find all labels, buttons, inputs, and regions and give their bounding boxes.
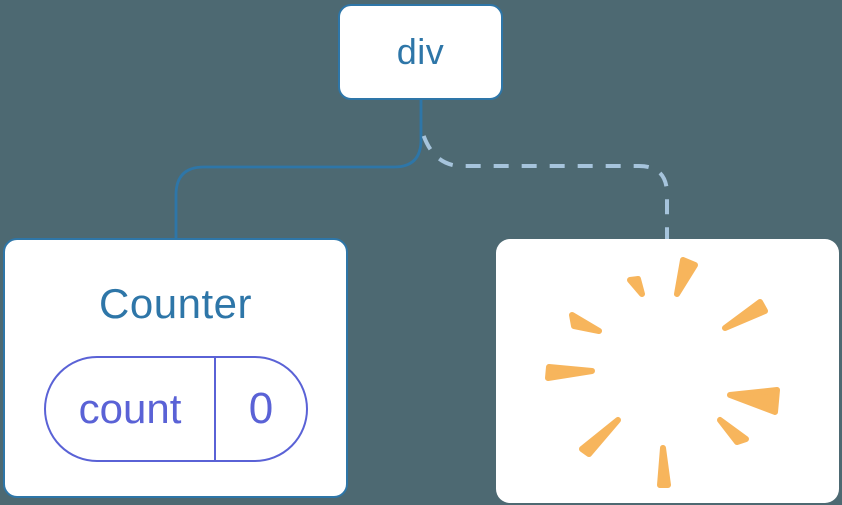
state-value-label: 0: [248, 384, 274, 433]
counter-node: Counter count 0: [3, 238, 348, 498]
dashed-connector: [421, 133, 669, 239]
counter-node-title: Counter: [99, 280, 252, 327]
div-node: div: [338, 4, 503, 100]
poof-ray: [657, 445, 671, 488]
poof-ray: [722, 299, 768, 331]
state-pill: count 0: [44, 356, 308, 462]
poof-icon: [545, 257, 780, 488]
state-key-label: count: [46, 358, 216, 460]
poof-ray: [727, 387, 780, 415]
poof-ray: [569, 312, 602, 334]
removed-node: [496, 239, 839, 503]
poof-ray: [627, 276, 645, 297]
div-node-label: div: [396, 31, 445, 72]
poof-ray: [717, 417, 749, 445]
poof-ray: [674, 257, 698, 297]
poof-ray: [579, 417, 621, 457]
poof-ray: [545, 364, 595, 381]
solid-connector: [174, 99, 423, 238]
